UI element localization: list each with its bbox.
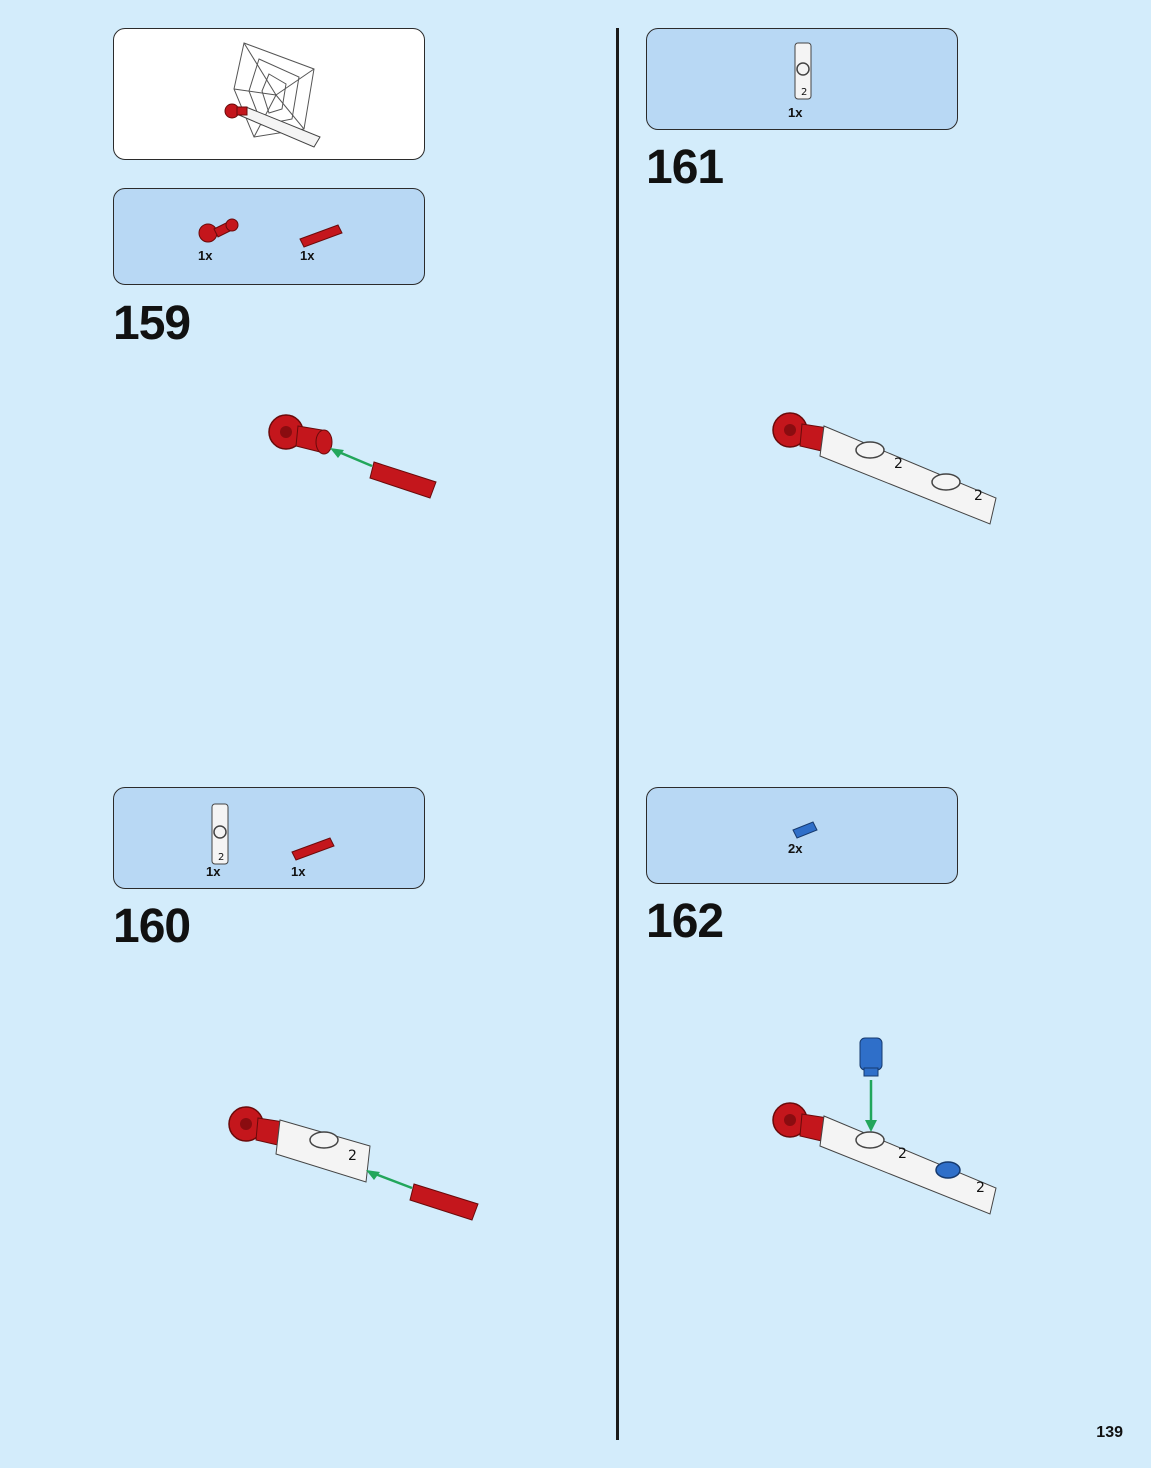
step-162-number: 162 [646,895,724,948]
svg-text:2: 2 [218,852,224,863]
page-number: 139 [1096,1424,1123,1441]
step-162-parts-box: 2x [646,787,958,884]
step-161-parts-box: 2 1x [646,28,958,130]
step-162-part-1-qty: 2x [788,841,803,856]
blue-pin-icon [792,821,818,839]
submodel-preview-box [113,28,425,160]
svg-text:2: 2 [894,456,903,472]
step-159-part-1-qty: 1x [198,248,213,263]
step-160-part-2-qty: 1x [291,864,306,879]
svg-text:2: 2 [348,1148,357,1164]
column-divider [616,28,619,1440]
step-159-parts-box: 1x 1x [113,188,425,285]
svg-text:2: 2 [974,488,983,504]
svg-text:2: 2 [976,1180,985,1196]
red-connector-icon [198,218,239,243]
step-159-number: 159 [113,297,191,350]
step-160-number: 160 [113,900,191,953]
spider-web-preview-image [224,42,321,148]
svg-text:2: 2 [898,1146,907,1162]
svg-text:2: 2 [801,87,807,98]
white-beam-icon: 2 [794,42,812,100]
red-axle-pin-icon [291,837,335,861]
step-160-assembly-image: 2 [228,1106,479,1221]
step-160-parts-box: 2 1x 1x [113,787,425,889]
red-axle-pin-icon [299,224,343,248]
step-161-number: 161 [646,141,724,194]
step-161-part-1-qty: 1x [788,105,803,120]
step-159-part-2-qty: 1x [300,248,315,263]
step-162-assembly-image: 2 2 [772,1037,997,1215]
step-160-part-1-qty: 1x [206,864,221,879]
white-beam-icon: 2 [211,803,229,865]
step-159-assembly-image [268,414,437,499]
step-161-assembly-image: 2 2 [772,412,997,525]
